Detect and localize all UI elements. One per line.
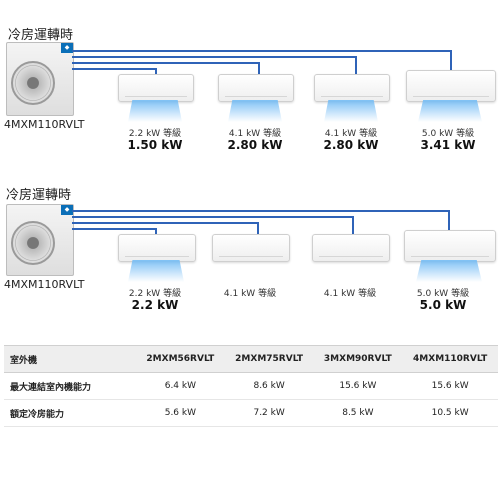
refrigerant-pipe	[72, 210, 448, 212]
refrigerant-pipe	[72, 228, 155, 230]
cool-air-glow	[418, 100, 482, 122]
brand-logo: ◆	[61, 43, 73, 53]
unit-output: 2.80 kW	[323, 138, 379, 152]
diagram1-outdoor-model: 4MXM110RVLT	[4, 118, 85, 131]
unit-rating: 4.1 kW 等級	[323, 289, 377, 299]
table-cell: 8.6 kW	[224, 372, 314, 400]
refrigerant-pipe	[257, 222, 259, 234]
indoor-unit-icon	[404, 230, 496, 262]
refrigerant-pipe	[72, 56, 355, 58]
table-cell: 15.6 kW	[402, 372, 498, 400]
table-header: 2MXM56RVLT	[136, 345, 225, 373]
indoor-unit-icon	[312, 234, 390, 262]
refrigerant-pipe	[448, 210, 450, 230]
indoor-unit-icon	[212, 234, 290, 262]
refrigerant-pipe	[258, 62, 260, 74]
unit-output: 3.41 kW	[420, 138, 476, 152]
table-header: 4MXM110RVLT	[402, 345, 498, 373]
refrigerant-pipe	[72, 222, 257, 224]
outdoor-unit-icon: ◆	[6, 204, 74, 276]
indoor-unit-icon	[218, 74, 294, 102]
unit-output: 2.80 kW	[227, 138, 283, 152]
refrigerant-pipe	[450, 50, 452, 70]
diagram2-title: 冷房運轉時	[6, 188, 72, 203]
table-cell: 5.6 kW	[136, 399, 225, 427]
unit-rating: 2.2 kW 等級	[128, 289, 182, 299]
table-cell: 8.5 kW	[313, 399, 403, 427]
fan-icon	[11, 61, 55, 105]
row-label: 最大連結室內機能力	[4, 372, 136, 400]
cool-air-glow	[416, 260, 482, 282]
table-header: 室外機	[4, 345, 136, 373]
cool-air-glow	[324, 100, 378, 122]
unit-output: 5.0 kW	[419, 298, 467, 312]
unit-rating: 5.0 kW 等級	[421, 129, 475, 139]
refrigerant-pipe	[72, 216, 352, 218]
table-header-row: 室外機 2MXM56RVLT 2MXM75RVLT 3MXM90RVLT 4MX…	[4, 345, 498, 373]
cool-air-glow	[128, 260, 184, 282]
table-row: 額定冷房能力 5.6 kW 7.2 kW 8.5 kW 10.5 kW	[4, 399, 498, 427]
brand-logo: ◆	[61, 205, 73, 215]
refrigerant-pipe	[72, 68, 155, 70]
outdoor-unit-icon: ◆	[6, 42, 74, 116]
indoor-unit-icon	[118, 74, 194, 102]
refrigerant-pipe	[72, 50, 450, 52]
refrigerant-pipe	[72, 62, 258, 64]
unit-rating: 5.0 kW 等級	[416, 289, 470, 299]
table-header: 2MXM75RVLT	[224, 345, 314, 373]
refrigerant-pipe	[155, 228, 157, 234]
unit-rating: 2.2 kW 等級	[128, 129, 182, 139]
row-label: 額定冷房能力	[4, 399, 136, 427]
refrigerant-pipe	[155, 68, 157, 74]
table-header: 3MXM90RVLT	[313, 345, 403, 373]
unit-rating: 4.1 kW 等級	[223, 289, 277, 299]
fan-icon	[11, 221, 55, 265]
table-cell: 7.2 kW	[224, 399, 314, 427]
unit-output: 1.50 kW	[127, 138, 183, 152]
indoor-unit-icon	[314, 74, 390, 102]
refrigerant-pipe	[355, 56, 357, 74]
spec-table: 室外機 2MXM56RVLT 2MXM75RVLT 3MXM90RVLT 4MX…	[4, 345, 498, 427]
table-cell: 6.4 kW	[136, 372, 225, 400]
unit-rating: 4.1 kW 等級	[324, 129, 378, 139]
table-cell: 15.6 kW	[313, 372, 403, 400]
indoor-unit-icon	[118, 234, 196, 262]
refrigerant-pipe	[352, 216, 354, 234]
cool-air-glow	[228, 100, 282, 122]
unit-output: 2.2 kW	[131, 298, 179, 312]
diagram1-title: 冷房運轉時	[8, 28, 74, 43]
cool-air-glow	[128, 100, 182, 122]
table-cell: 10.5 kW	[402, 399, 498, 427]
indoor-unit-icon	[406, 70, 496, 102]
diagram2-outdoor-model: 4MXM110RVLT	[4, 278, 85, 291]
unit-rating: 4.1 kW 等級	[228, 129, 282, 139]
table-row: 最大連結室內機能力 6.4 kW 8.6 kW 15.6 kW 15.6 kW	[4, 372, 498, 400]
